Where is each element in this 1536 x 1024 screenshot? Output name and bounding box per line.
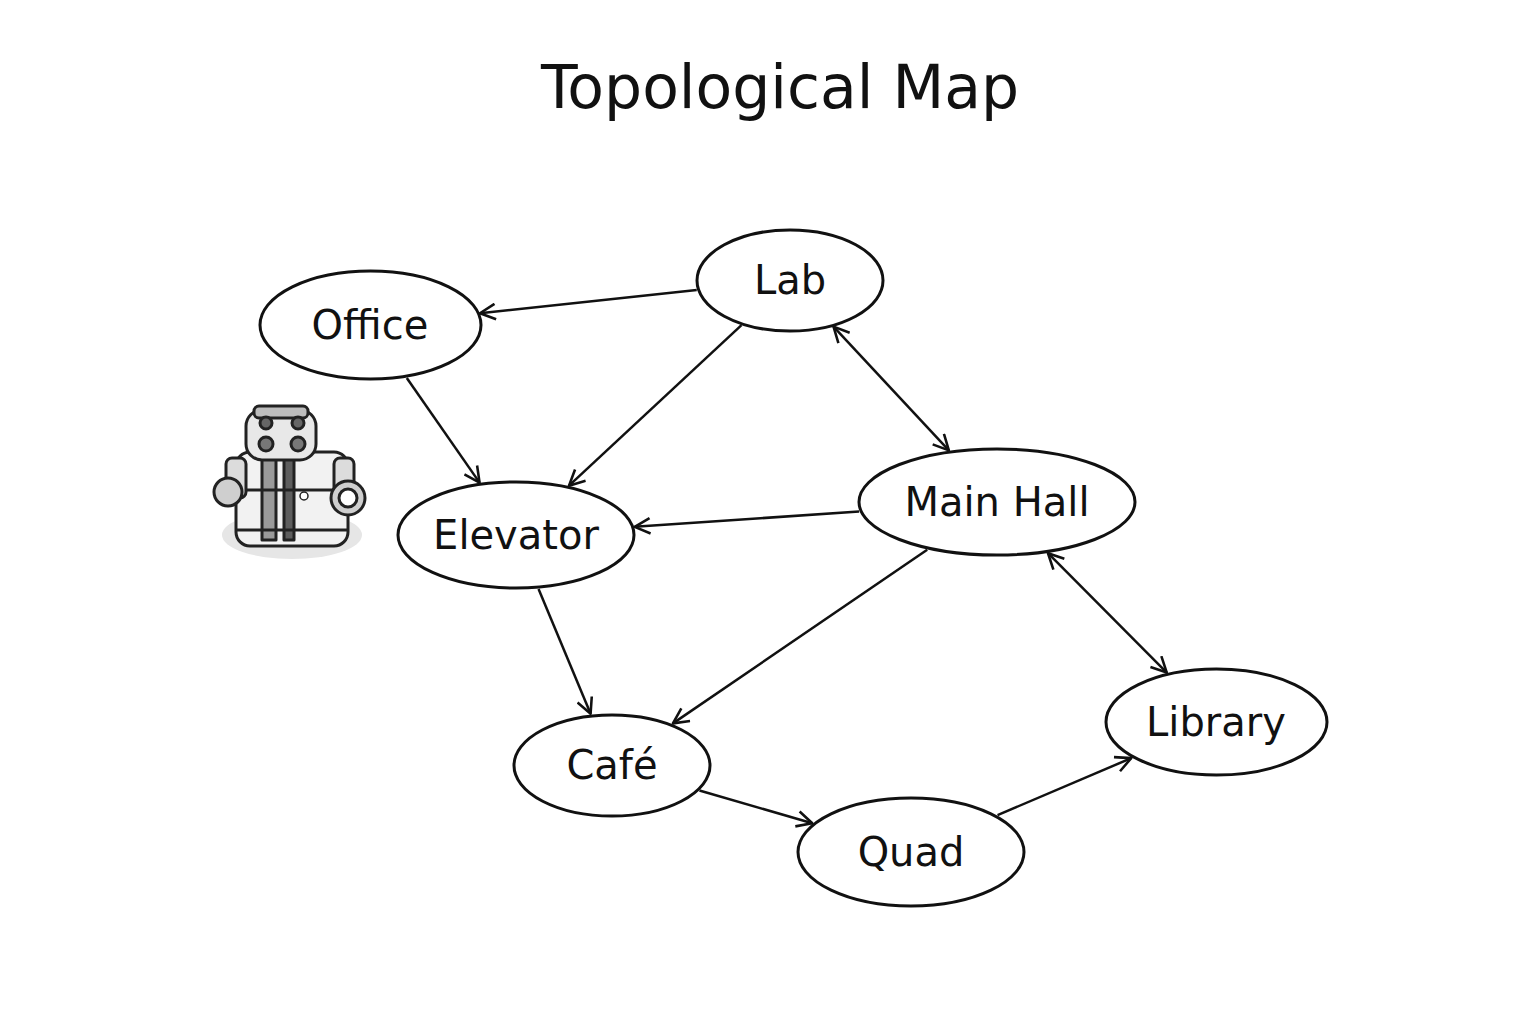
node-label: Elevator <box>433 512 599 558</box>
robot-wheel <box>331 481 365 515</box>
node-label-group: Quad <box>858 829 965 875</box>
place-node: Main Hall <box>857 447 1137 557</box>
node-label: Library <box>1146 699 1286 745</box>
route-arrow <box>1048 553 1167 672</box>
node-ellipse <box>398 482 634 588</box>
robot-eye <box>292 417 304 429</box>
node-label-group: Office <box>312 302 429 348</box>
node-label-group: Elevator <box>433 512 599 558</box>
route-arrow <box>834 327 949 451</box>
node-label: Café <box>566 742 657 788</box>
robot-sensor <box>291 437 305 451</box>
route-arrow <box>998 758 1132 815</box>
node-label: Lab <box>754 257 826 303</box>
robot-eye <box>260 417 272 429</box>
node-label-group: Café <box>566 742 657 788</box>
node-ellipse <box>260 271 481 379</box>
robot-stripe <box>262 458 276 540</box>
robot-figure <box>214 406 365 559</box>
node-ellipse <box>697 230 883 331</box>
route-arrow <box>699 790 812 823</box>
place-node: Elevator <box>396 480 636 590</box>
node-label: Main Hall <box>904 479 1089 525</box>
route-arrow <box>635 511 859 526</box>
node-ellipse <box>859 449 1135 555</box>
node-ellipse <box>798 798 1024 906</box>
place-node: Library <box>1104 667 1329 777</box>
diagram-title: Topological Map <box>12 52 1536 122</box>
route-arrow <box>539 589 591 714</box>
route-arrow <box>407 378 480 483</box>
place-node: Office <box>258 269 483 381</box>
robot-button <box>300 492 308 500</box>
node-label-group: Library <box>1146 699 1286 745</box>
node-label-group: Main Hall <box>904 479 1089 525</box>
robot-wheel <box>214 478 242 506</box>
robot-stripe <box>284 458 294 540</box>
place-node: Quad <box>796 796 1026 908</box>
node-label: Quad <box>858 829 965 875</box>
place-node: Lab <box>695 228 885 333</box>
route-arrow <box>569 325 741 486</box>
node-label: Office <box>312 302 429 348</box>
node-ellipse <box>514 715 710 816</box>
route-arrow <box>673 550 927 724</box>
route-arrow <box>480 290 697 313</box>
node-ellipse <box>1106 669 1327 775</box>
node-label-group: Lab <box>754 257 826 303</box>
robot-band <box>236 529 348 532</box>
place-node: Café <box>512 713 712 818</box>
robot-hub <box>339 489 357 507</box>
robot-sensor <box>259 437 273 451</box>
